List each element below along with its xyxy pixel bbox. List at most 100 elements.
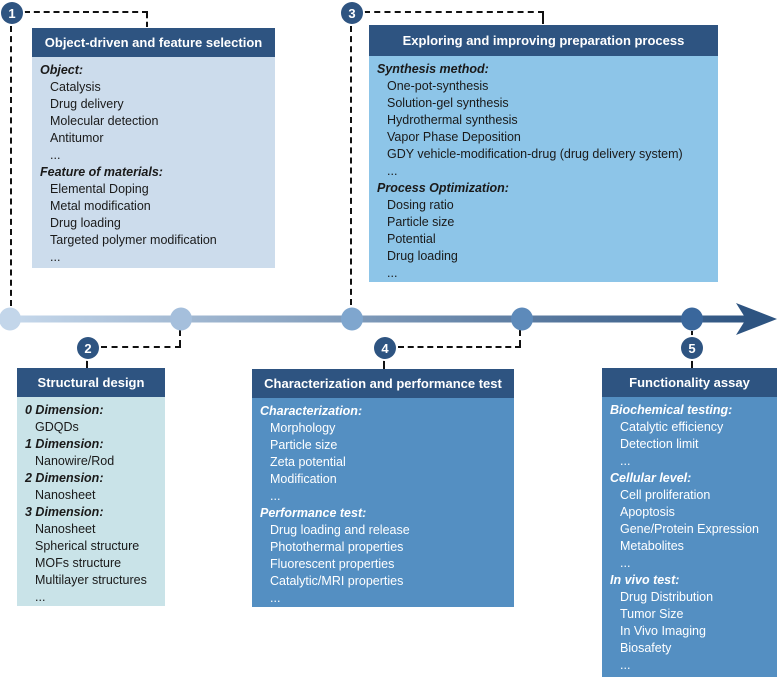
list-item: Hydrothermal synthesis — [387, 113, 518, 127]
list-item: Elemental Doping — [50, 182, 149, 196]
timeline-node-5 — [681, 307, 703, 331]
list-item: ... — [620, 556, 631, 570]
list-item: Metal modification — [50, 199, 151, 213]
list-item: Molecular detection — [50, 114, 159, 128]
timeline-node-3 — [341, 307, 363, 331]
list-item: Vapor Phase Deposition — [387, 130, 521, 144]
step-4-title: Characterization and performance test — [252, 369, 514, 398]
step-4-number: 4 — [381, 340, 389, 356]
step-3-number: 3 — [348, 5, 356, 21]
list-item: Catalytic efficiency — [620, 420, 724, 434]
list-item: Solution-gel synthesis — [387, 96, 509, 110]
step-5-number: 5 — [688, 340, 696, 356]
list-item: Drug Distribution — [620, 590, 714, 604]
connector-3-to-box — [542, 13, 544, 24]
list-item: Zeta potential — [270, 455, 346, 469]
step-2-box: Structural design 0 Dimension: GDQDs 1 Dim… — [17, 368, 165, 606]
connector-2-to-node — [179, 330, 181, 346]
list-item: Drug delivery — [50, 97, 124, 111]
list-item: Drug loading and release — [270, 523, 410, 537]
list-item: Fluorescent properties — [270, 557, 395, 571]
step-5-content: Biochemical testing: Catalytic efficiency… — [602, 397, 777, 677]
list-item: Nanowire/Rod — [35, 454, 115, 468]
section-heading: Feature of materials: — [40, 165, 163, 179]
step-4-badge: 4 — [374, 337, 396, 359]
step-3-box: Exploring and improving preparation proc… — [369, 25, 718, 282]
step-5-badge: 5 — [681, 337, 703, 359]
list-item: Antitumor — [50, 131, 104, 145]
list-item: Particle size — [270, 438, 338, 452]
list-item: Particle size — [387, 215, 455, 229]
list-item: ... — [50, 148, 61, 162]
list-item: In Vivo Imaging — [620, 624, 706, 638]
list-item: Photothermal properties — [270, 540, 404, 554]
list-item: Targeted polymer modification — [50, 233, 217, 247]
section-heading: Biochemical testing: — [610, 403, 733, 417]
list-item: Drug loading — [387, 249, 458, 263]
list-item: Cell proliferation — [620, 488, 711, 502]
list-item: GDQDs — [35, 420, 79, 434]
connector-3-to-timeline — [350, 26, 352, 305]
section-heading: Performance test: — [260, 506, 367, 520]
timeline-line — [4, 315, 750, 323]
step-2-badge: 2 — [77, 337, 99, 359]
connector-4-horizontal — [398, 346, 521, 348]
section-heading: Cellular level: — [610, 471, 692, 485]
section-heading: 3 Dimension: — [25, 505, 104, 519]
list-item: ... — [270, 489, 281, 503]
section-heading: Object: — [40, 63, 84, 77]
list-item: Nanosheet — [35, 488, 96, 502]
list-item: Catalytic/MRI properties — [270, 574, 404, 588]
step-2-title: Structural design — [17, 368, 165, 397]
list-item: ... — [35, 590, 46, 604]
step-3-badge: 3 — [341, 2, 363, 24]
connector-4-to-box — [383, 360, 385, 369]
list-item: Metabolites — [620, 539, 684, 553]
list-item: ... — [50, 250, 61, 264]
timeline-node-2 — [170, 307, 192, 331]
step-1-title: Object-driven and feature selection — [32, 28, 275, 57]
list-item: Morphology — [270, 421, 336, 435]
section-heading: 2 Dimension: — [25, 471, 104, 485]
section-heading: 1 Dimension: — [25, 437, 104, 451]
list-item: Tumor Size — [620, 607, 684, 621]
section-heading: Process Optimization: — [377, 181, 509, 195]
list-item: Potential — [387, 232, 436, 246]
list-item: GDY vehicle-modification-drug (drug deli… — [387, 147, 683, 161]
list-item: Catalysis — [50, 80, 101, 94]
section-heading: In vivo test: — [610, 573, 680, 587]
connector-4-to-node — [519, 330, 521, 346]
connector-5-to-node — [691, 331, 693, 337]
list-item: Biosafety — [620, 641, 672, 655]
list-item: Detection limit — [620, 437, 699, 451]
section-heading: Characterization: — [260, 404, 363, 418]
list-item: ... — [270, 591, 281, 605]
timeline-arrow — [0, 303, 777, 335]
list-item: ... — [620, 658, 631, 672]
connector-1-horizontal — [24, 11, 148, 13]
list-item: Multilayer structures — [35, 573, 147, 587]
connector-3-horizontal — [364, 11, 544, 13]
step-1-number: 1 — [8, 5, 16, 21]
step-1-badge: 1 — [1, 2, 23, 24]
list-item: MOFs structure — [35, 556, 122, 570]
arrowhead-icon — [736, 303, 777, 335]
connector-1-to-timeline — [10, 26, 12, 306]
list-item: ... — [620, 454, 631, 468]
list-item: ... — [387, 266, 398, 280]
list-item: Spherical structure — [35, 539, 140, 553]
step-2-number: 2 — [84, 340, 92, 356]
section-heading: 0 Dimension: — [25, 403, 104, 417]
list-item: Apoptosis — [620, 505, 675, 519]
timeline-node-1 — [0, 307, 21, 331]
step-3-title: Exploring and improving preparation proc… — [369, 25, 718, 56]
timeline-node-4 — [511, 307, 533, 331]
list-item: Nanosheet — [35, 522, 96, 536]
list-item: ... — [387, 164, 398, 178]
connector-1-to-box — [146, 13, 148, 27]
connector-2-to-box — [86, 360, 88, 368]
list-item: Gene/Protein Expression — [620, 522, 759, 536]
